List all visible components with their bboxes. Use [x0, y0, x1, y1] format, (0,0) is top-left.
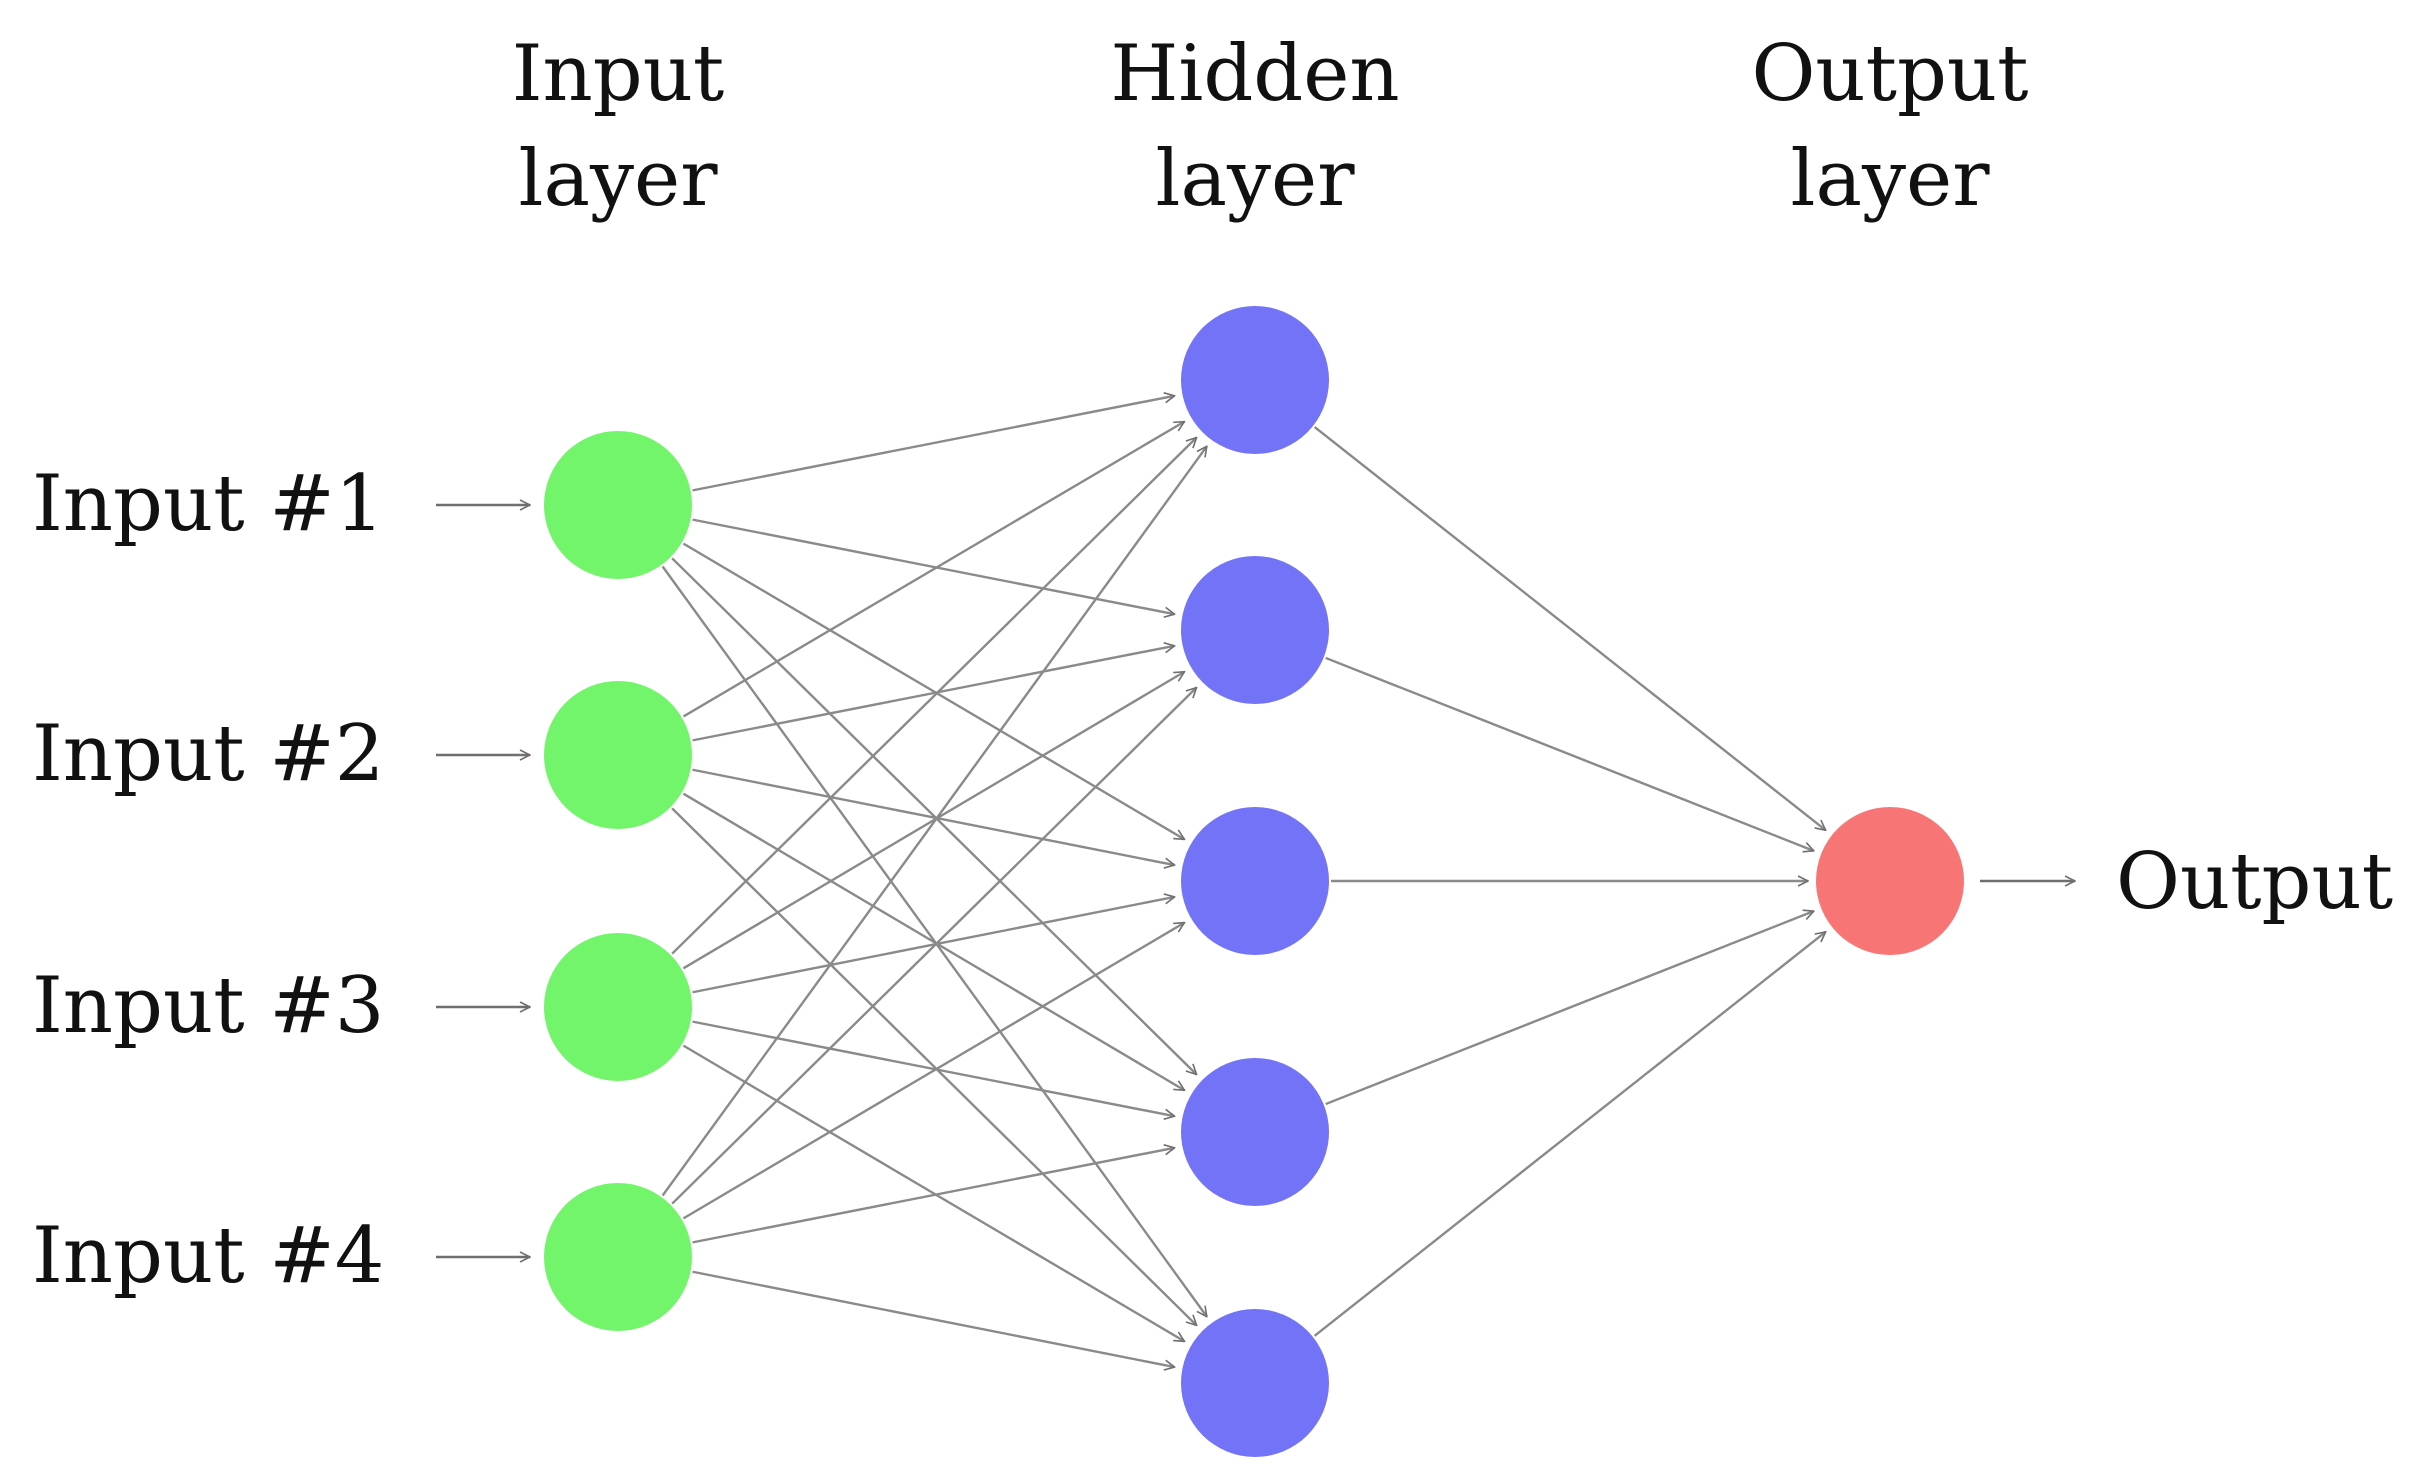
- edge-input-2-to-hidden-2: [692, 646, 1175, 742]
- input-label-1: Input #1: [32, 459, 384, 549]
- input-label-4: Input #4: [32, 1211, 384, 1301]
- output-layer-title-line2: layer: [1791, 134, 1991, 224]
- hidden-node-4: [1181, 1058, 1329, 1206]
- edge-input-3-to-hidden-1: [671, 438, 1196, 955]
- edge-input-4-to-hidden-5: [692, 1270, 1175, 1367]
- edge-input-2-to-hidden-5: [671, 807, 1196, 1325]
- edge-input-4-to-hidden-1: [661, 446, 1207, 1197]
- input-labels: Input #1 Input #2 Input #3 Input #4: [32, 459, 384, 1301]
- input-node-3: [544, 933, 692, 1081]
- output-label: Output: [2116, 837, 2393, 927]
- input-label-3: Input #3: [32, 961, 384, 1051]
- output-layer-title-line1: Output: [1751, 29, 2028, 119]
- edge-input-4-to-hidden-2: [671, 688, 1196, 1205]
- input-label-2: Input #2: [32, 709, 384, 799]
- edge-input-3-to-hidden-3: [692, 897, 1175, 994]
- input-node-4: [544, 1183, 692, 1331]
- edge-hidden-5-to-output: [1313, 932, 1826, 1337]
- input-layer-title-line1: Input: [512, 29, 725, 119]
- edge-input-1-to-hidden-2: [692, 518, 1175, 615]
- hidden-node-2: [1181, 556, 1329, 704]
- edge-input-1-to-hidden-3: [682, 542, 1184, 841]
- edge-hidden-2-to-output: [1325, 656, 1814, 851]
- edge-input-3-to-hidden-5: [682, 1044, 1184, 1343]
- input-node-1: [544, 431, 692, 579]
- output-node: [1816, 807, 1964, 955]
- edge-hidden-1-to-output: [1313, 426, 1826, 830]
- hidden-layer-title-line1: Hidden: [1110, 29, 1399, 119]
- input-layer-title-line2: layer: [519, 134, 719, 224]
- edge-input-3-to-hidden-4: [692, 1020, 1175, 1117]
- hidden-node-1: [1181, 306, 1329, 454]
- edge-input-4-to-hidden-4: [692, 1148, 1175, 1244]
- connections: [436, 396, 2075, 1367]
- edge-hidden-4-to-output: [1325, 911, 1814, 1106]
- edge-input-2-to-hidden-3: [692, 768, 1175, 865]
- input-node-2: [544, 681, 692, 829]
- edge-input-2-to-hidden-1: [682, 420, 1184, 718]
- edge-input-1-to-hidden-1: [692, 396, 1175, 492]
- hidden-layer-title-line2: layer: [1156, 134, 1356, 224]
- nodes: [544, 306, 1964, 1457]
- edge-input-2-to-hidden-4: [682, 792, 1184, 1092]
- hidden-node-5: [1181, 1309, 1329, 1457]
- hidden-node-3: [1181, 807, 1329, 955]
- edge-input-4-to-hidden-3: [682, 921, 1184, 1220]
- layer-titles: Input layer Hidden layer Output layer: [512, 29, 2029, 224]
